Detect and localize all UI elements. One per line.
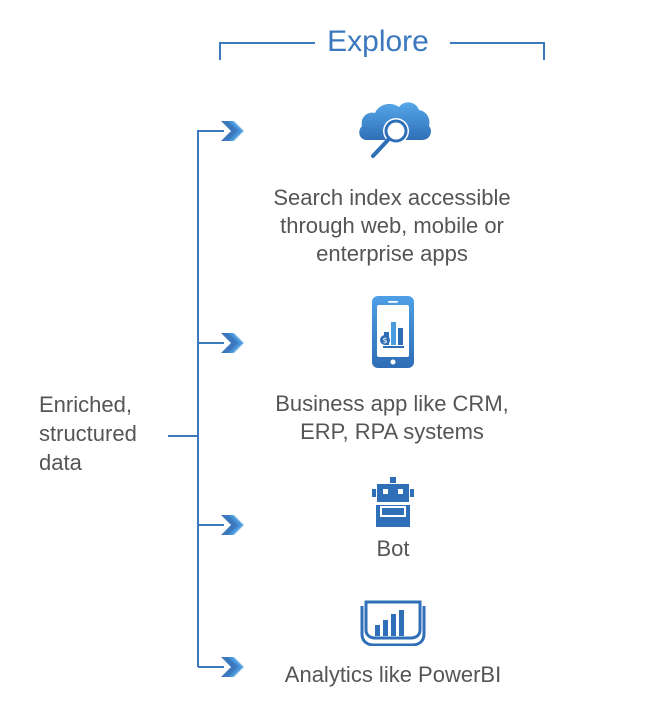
business-app-caption-line-2: ERP, RPA systems [300, 419, 484, 444]
powerbi-icon [360, 600, 426, 646]
business-app-caption-line-1: Business app like CRM, [275, 391, 509, 416]
source-label-line-3: data [39, 450, 82, 475]
chevron-right-icon [221, 121, 244, 141]
search-index-caption-line-1: Search index accessible [273, 185, 511, 210]
search-index-caption-line-2: through web, mobile or [280, 213, 504, 238]
bot-caption-line-1: Bot [376, 536, 410, 561]
source-label: Enriched, structured data [39, 390, 167, 477]
analytics-caption-line-1: Analytics like PowerBI [284, 662, 502, 687]
svg-text:$: $ [382, 336, 387, 345]
explore-title: Explore [327, 25, 429, 58]
chevron-right-icon [221, 333, 244, 353]
cloud-search-icon [359, 102, 431, 158]
bot-caption: Bot [342, 535, 444, 563]
bot-icon [372, 477, 414, 527]
chevron-right-icon [221, 515, 244, 535]
chevron-right-icon [221, 657, 244, 677]
search-index-caption-line-3: enterprise apps [316, 241, 468, 266]
mobile-app-chart-icon: $ [372, 296, 414, 368]
search-index-caption: Search index accessible through web, mob… [242, 184, 542, 268]
analytics-caption: Analytics like PowerBI [257, 661, 529, 689]
source-label-line-2: structured [39, 421, 137, 446]
source-label-line-1: Enriched, [39, 392, 132, 417]
business-app-caption: Business app like CRM, ERP, RPA systems [247, 390, 537, 446]
